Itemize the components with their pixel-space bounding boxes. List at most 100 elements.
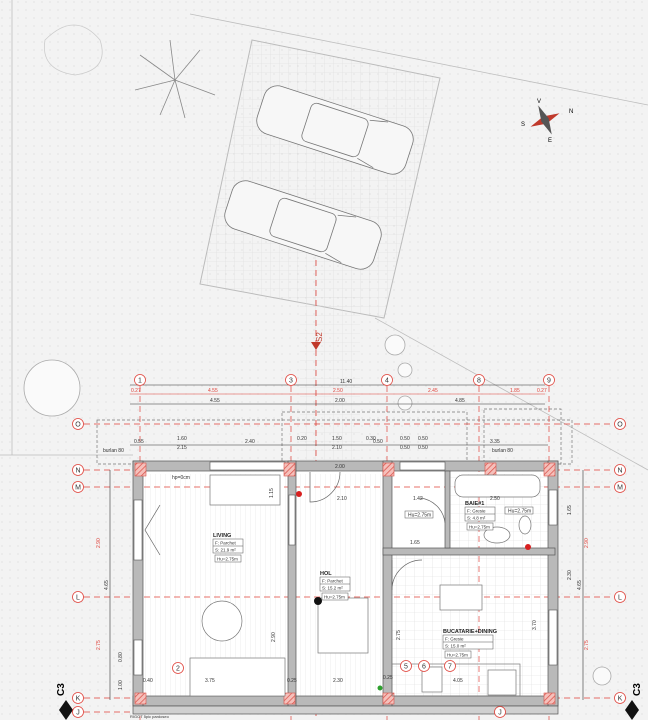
label: 2.75 (96, 640, 102, 650)
label: O (617, 422, 623, 429)
pillar-marker-icon (314, 597, 322, 605)
windows (133, 461, 558, 676)
label: 2.40 (245, 439, 255, 445)
axis-bubble-9: 9 (543, 374, 555, 386)
sofa-icon (209, 474, 281, 506)
room-name: HOL (320, 571, 332, 577)
tree-icon (43, 24, 216, 119)
room-name: BAIE#1 (465, 501, 484, 507)
label: 0.50 (418, 445, 428, 451)
label: C3 (632, 683, 643, 696)
compass-n: N (569, 109, 573, 115)
label: 4.55 (208, 388, 218, 394)
room-finish: F: Parchet (322, 579, 344, 584)
room-area: S: 4.8 m² (467, 516, 486, 521)
label: C3 (56, 683, 67, 696)
room-name: LIVING (213, 533, 231, 539)
room-height: Hu=2.75m (324, 595, 345, 600)
label: 4.65 (577, 580, 583, 590)
axis-bubble-7: 7 (444, 660, 456, 672)
height-tag: Hu=2.75m (408, 513, 431, 519)
axis-bubble-N: N (72, 464, 84, 476)
label: 0.55 (134, 439, 144, 445)
shrub-icon (23, 334, 612, 686)
stairs-icon (317, 597, 369, 654)
compass-icon: N E S V (521, 99, 573, 144)
label: 4.65 (104, 580, 110, 590)
room-height: Hu=2.75m (217, 557, 238, 562)
marker-green-icon (377, 685, 383, 691)
label: 2.50 (333, 388, 343, 394)
walls (132, 460, 559, 715)
label: 8 (477, 378, 481, 385)
label: 1.65 (567, 505, 573, 515)
axis-bubble-K: K (72, 692, 84, 704)
cooktop-icon (487, 669, 517, 696)
label: 2.10 (337, 496, 347, 502)
label: 0.27 (131, 388, 141, 394)
label: 3 (289, 378, 293, 385)
label: 5 (404, 664, 408, 671)
label: 1.15 (269, 488, 275, 498)
label: 2.30 (567, 570, 573, 580)
label: 3.35 (490, 439, 500, 445)
label: 2.00 (335, 464, 345, 470)
height-tag: Hu=2.75m (508, 509, 531, 515)
label: 9 (547, 378, 551, 385)
marker-red-icon (296, 491, 302, 497)
axis-bubble-O: O (614, 418, 626, 430)
axis-bubble-1: 1 (134, 374, 146, 386)
furniture (189, 474, 541, 697)
axis-bubble-K: K (614, 692, 626, 704)
label: 0.50 (400, 436, 410, 442)
label: 0.25 (287, 678, 297, 684)
label: J (498, 710, 502, 717)
label: 0.50 (373, 439, 383, 445)
room-name: BUCATARIE+DINING (443, 629, 497, 635)
axis-bubble-5: 5 (400, 660, 412, 672)
label: 0.40 (143, 678, 153, 684)
label: 4 (385, 378, 389, 385)
label: 4.85 (455, 398, 465, 404)
room-height: Hu=2.75m (447, 653, 468, 658)
car-icon (256, 85, 414, 175)
axis-bubble-6: 6 (418, 660, 430, 672)
round-table-icon (201, 600, 243, 642)
axis-bubble-J: J (494, 706, 506, 718)
compass-e: E (548, 138, 552, 144)
label: 2.30 (333, 678, 343, 684)
label: 0.25 (383, 675, 393, 681)
label: hp=0cm (172, 475, 190, 481)
doors (144, 471, 446, 591)
axis-bubble-O: O (72, 418, 84, 430)
axis-bubble-4: 4 (381, 374, 393, 386)
label: 2.90 (96, 538, 102, 548)
label: 1 (138, 378, 142, 385)
label: 2.90 (584, 538, 590, 548)
label: 2.90 (271, 632, 277, 642)
label: 3.75 (205, 678, 215, 684)
label: 1.42 (413, 496, 423, 502)
axis-bubble-N: N (614, 464, 626, 476)
label: 11.40 (340, 379, 352, 385)
toilet-icon (518, 515, 532, 535)
room-area: S: 21.9 m² (215, 548, 236, 553)
tv-unit-icon (189, 657, 286, 697)
room-height: Hu=2.75m (469, 525, 490, 530)
label: O (75, 422, 81, 429)
label: 1.00 (118, 680, 124, 690)
room-finish: F: Gresie (445, 637, 464, 642)
room-area: S: 15.0 m² (445, 644, 466, 649)
label: 0.30 (366, 436, 376, 442)
label: 0.50 (400, 445, 410, 451)
room-area: S: 15.2 m² (322, 586, 343, 591)
section-marker-c3-right: C3 (625, 683, 643, 720)
axis-bubble-M: M (72, 481, 84, 493)
label: burlan 80 (492, 448, 513, 454)
label: burlan 80 (103, 448, 124, 454)
